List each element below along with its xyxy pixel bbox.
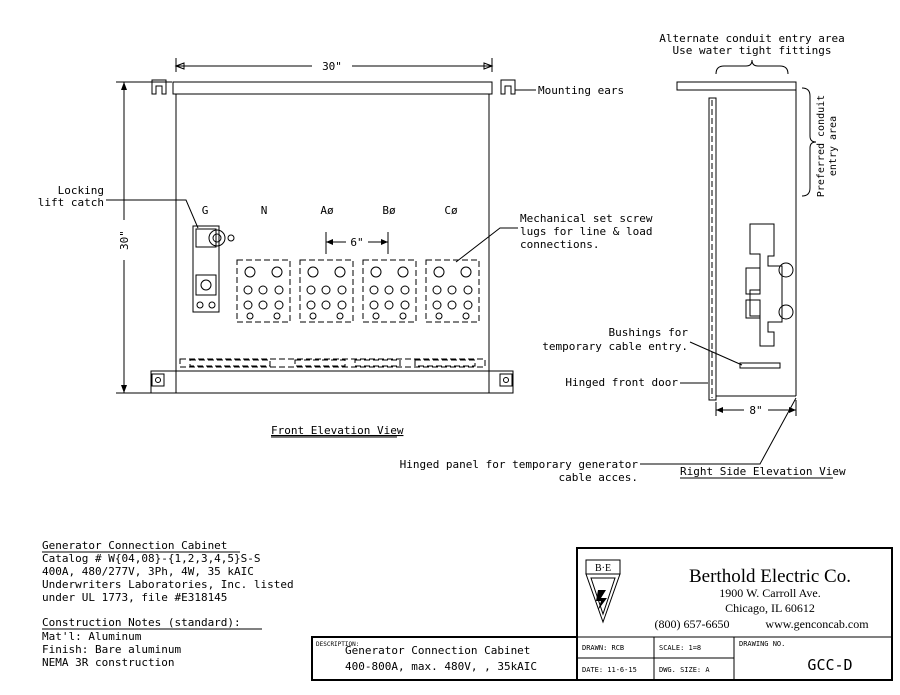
title-block: B·E Berthold Electric Co. 1900 W. Carrol… xyxy=(311,547,893,681)
front-elevation-title: Front Elevation View xyxy=(271,424,404,437)
locking-lift-catch-label-1: Locking xyxy=(58,184,104,197)
address-line-1: 1900 W. Carroll Ave. xyxy=(719,586,820,600)
left-mounting-ear xyxy=(151,79,167,95)
construction-line-1: Mat'l: Aluminum xyxy=(42,630,142,643)
phone-number: (800) 657-6650 xyxy=(655,617,730,631)
bushings-label-1: Bushings for xyxy=(609,326,689,339)
lug-label-b: Bø xyxy=(382,204,396,217)
preferred-conduit-label-1: Preferred conduit xyxy=(816,95,827,197)
side-front-door xyxy=(708,97,717,401)
drawing-no-label: DRAWING NO. xyxy=(739,640,785,648)
phase-c-lug-block xyxy=(425,259,480,323)
drawing-number: GCC-D xyxy=(807,656,852,674)
company-name: Berthold Electric Co. xyxy=(689,566,851,587)
alt-conduit-brace xyxy=(715,59,789,75)
front-height-dimension: 30" xyxy=(118,230,131,250)
notes-line-4: under UL 1773, file #E318145 xyxy=(42,591,227,604)
description-line-2: 400-800A, max. 480V, , 35kAIC xyxy=(345,660,537,673)
scale: SCALE: 1=8 xyxy=(659,644,701,652)
side-lug-profile xyxy=(749,223,783,347)
description-line-1: Generator Connection Cabinet xyxy=(345,644,530,657)
address-line-2: Chicago, IL 60612 xyxy=(725,601,815,615)
notes-line-3: Underwriters Laboratories, Inc. listed xyxy=(42,578,294,591)
phase-a-lug-block xyxy=(299,259,354,323)
lug-spacing-dimension: 6" xyxy=(350,236,363,249)
bottom-flange xyxy=(150,370,514,394)
mechanical-lugs-label-3: connections. xyxy=(520,238,599,251)
lug-label-a: Aø xyxy=(320,204,334,217)
mounting-ears-label: Mounting ears xyxy=(538,84,624,97)
alt-conduit-label-2: Use water tight fittings xyxy=(673,44,832,57)
drawn-by: DRAWN: RCB xyxy=(582,644,624,652)
hinged-panel-label-2: cable acces. xyxy=(559,471,638,484)
dwg-size: DWG. SIZE: A xyxy=(659,666,710,674)
notes-heading: Generator Connection Cabinet xyxy=(42,539,227,552)
notes-line-2: 400A, 480/277V, 3Ph, 4W, 35 kAIC xyxy=(42,565,254,578)
alt-conduit-label-1: Alternate conduit entry area xyxy=(659,32,844,45)
date: DATE: 11-6-15 xyxy=(582,666,637,674)
hinged-front-door-label: Hinged front door xyxy=(565,376,678,389)
description-box xyxy=(311,636,578,681)
side-elevation-title: Right Side Elevation View xyxy=(680,465,846,478)
side-depth-dimension: 8" xyxy=(749,404,762,417)
side-top-cap xyxy=(676,81,797,91)
construction-line-2: Finish: Bare aluminum xyxy=(42,643,181,656)
logo-text: B·E xyxy=(595,563,611,574)
bushing xyxy=(739,362,781,369)
lug-label-g: G xyxy=(202,204,209,217)
lug-label-n: N xyxy=(261,204,268,217)
preferred-conduit-brace xyxy=(801,87,817,197)
bushings-label-2: temporary cable entry. xyxy=(542,340,688,353)
lower-bus-strip xyxy=(179,358,486,368)
website: www.genconcab.com xyxy=(765,617,869,631)
neutral-lug-block xyxy=(236,259,291,323)
right-mounting-ear xyxy=(500,79,516,95)
construction-line-3: NEMA 3R construction xyxy=(42,656,174,669)
company-logo: B·E xyxy=(585,559,621,624)
phase-b-lug-block xyxy=(362,259,417,323)
construction-heading: Construction Notes (standard): xyxy=(42,616,241,629)
notes-block: Generator Connection Cabinet Catalog # W… xyxy=(42,539,294,669)
mechanical-lugs-label-2: lugs for line & load xyxy=(520,225,652,238)
side-elevation: Alternate conduit entry area Use water t… xyxy=(400,32,846,484)
front-elevation: 30" 30" Mounting ears Locking xyxy=(38,58,653,438)
hinged-panel-label-1: Hinged panel for temporary generator xyxy=(400,458,639,471)
locking-lift-catch-label-2: lift catch xyxy=(38,196,104,209)
mechanical-lugs-label-1: Mechanical set screw xyxy=(520,212,653,225)
lug-label-c: Cø xyxy=(444,204,458,217)
preferred-conduit-label-2: entry area xyxy=(828,116,839,176)
description-label: DESCRIPTION: xyxy=(316,641,359,648)
front-width-dimension: 30" xyxy=(322,60,342,73)
ground-lug-assembly xyxy=(192,225,235,313)
notes-line-1: Catalog # W{04,08}-{1,2,3,4,5}S-S xyxy=(42,552,261,565)
top-rail xyxy=(172,81,493,95)
